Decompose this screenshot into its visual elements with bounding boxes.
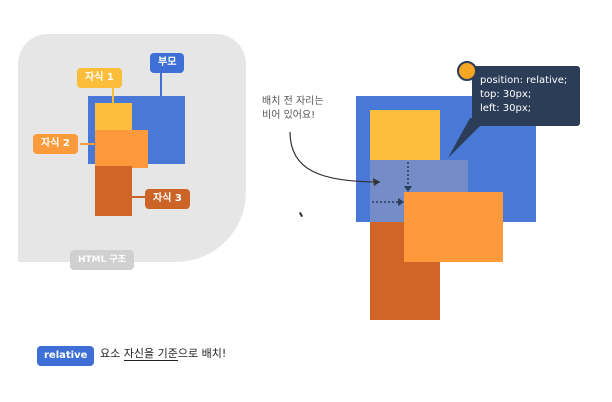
child2-label: 자식 2 <box>33 134 78 154</box>
child1-connector <box>112 86 114 103</box>
tooltip-line-1: position: relative; <box>480 75 568 86</box>
relative-child2-box <box>404 192 503 262</box>
tooltip-tail <box>448 118 488 158</box>
caption-after: 으로 배치! <box>177 347 227 360</box>
tooltip-line-3: left: 30px; <box>480 103 532 114</box>
css-tooltip: position: relative; top: 30px; left: 30p… <box>472 66 580 126</box>
note-line-1: 배치 전 자리는 <box>262 96 324 107</box>
child3-connector <box>132 196 145 198</box>
tooltip-line-2: top: 30px; <box>480 89 532 100</box>
child1-label: 자식 1 <box>77 68 122 88</box>
caption-underlined: 자신을 기준 <box>123 347 178 361</box>
parent-label: 부모 <box>150 53 185 73</box>
relative-badge: relative <box>37 346 95 366</box>
child2-box <box>95 130 148 168</box>
tooltip-dot-icon <box>457 61 477 81</box>
note-line-2: 비어 있어요! <box>262 110 316 121</box>
html-structure-label: HTML 구조 <box>70 250 135 270</box>
child3-label: 자식 3 <box>145 189 190 209</box>
empty-position-note: 배치 전 자리는 비어 있어요! <box>262 95 324 123</box>
offset-arrows <box>289 131 412 206</box>
child1-box <box>95 103 132 133</box>
child3-box <box>95 166 132 216</box>
caption-text: 요소 자신을 기준으로 배치! <box>100 346 226 362</box>
parent-connector <box>160 70 162 96</box>
child2-connector <box>80 143 95 145</box>
relative-child1-box <box>370 110 440 160</box>
caption-before: 요소 <box>100 347 124 360</box>
